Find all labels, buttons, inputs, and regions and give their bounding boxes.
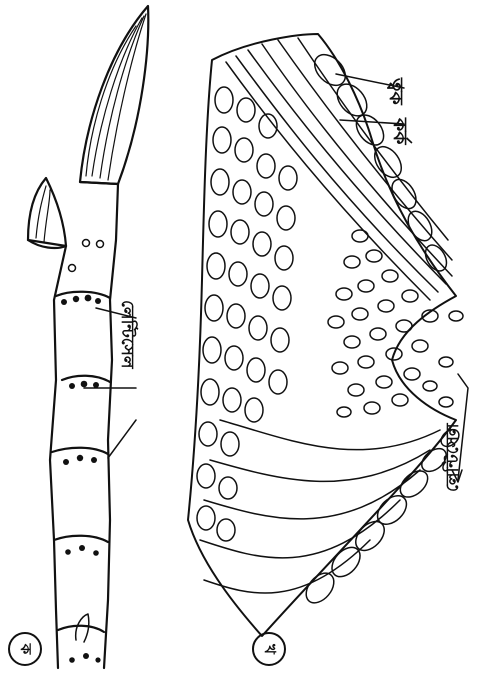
- lateral-bud: [28, 178, 66, 246]
- panel-label-b: খ: [252, 632, 286, 666]
- terminal-bud: [80, 6, 148, 184]
- section-outline: [188, 34, 456, 636]
- panel-label-a: ক: [8, 632, 42, 666]
- section-drawing: [188, 34, 468, 636]
- complementary-cells: [328, 230, 463, 417]
- cortex-cells: [197, 87, 297, 541]
- label-lenticel-twig: লেন্টিসেল: [112, 300, 140, 369]
- label-cork: কর্ক: [382, 118, 414, 145]
- label-epidermis: ত্বক: [378, 78, 410, 105]
- lenticel-dots: [61, 295, 101, 663]
- twig-stem: [50, 182, 118, 668]
- label-lenticel-section: লেন্টিসেল: [440, 423, 468, 492]
